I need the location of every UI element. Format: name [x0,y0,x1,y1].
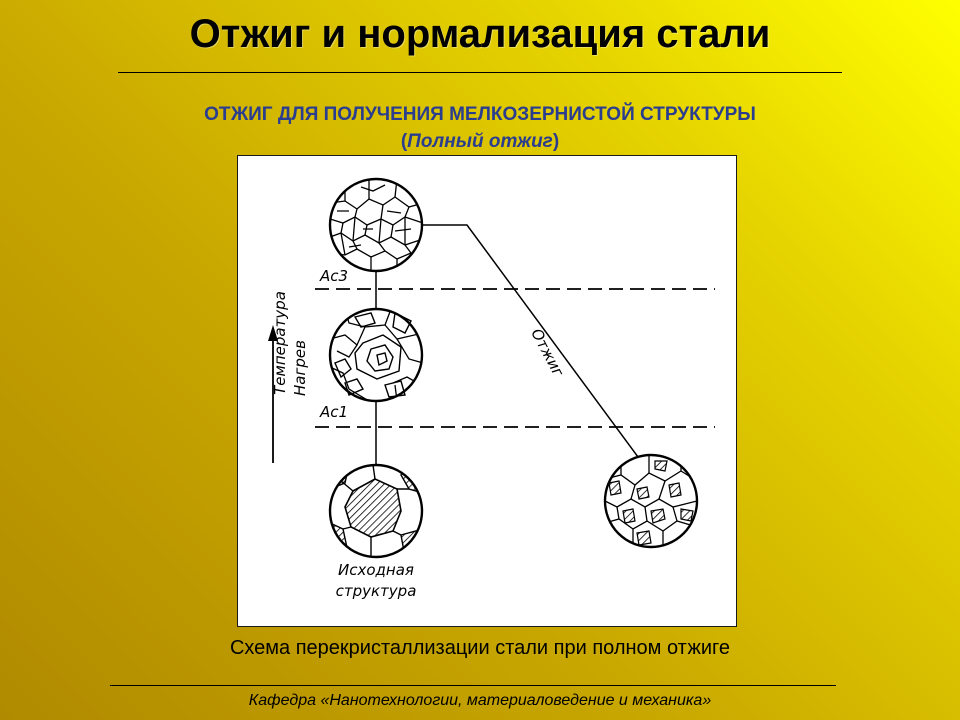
subtitle-main: ОТЖИГ ДЛЯ ПОЛУЧЕНИЯ МЕЛКОЗЕРНИСТОЙ СТРУК… [204,104,756,125]
ac1-label: Ac1 [319,403,348,421]
title-divider [118,72,842,73]
intercritical-structure [328,307,424,403]
fine-austenite-structure [328,177,424,273]
footer-department: Кафедра «Нанотехнологии, материаловедени… [248,692,712,709]
diagram-frame [237,155,737,627]
ac3-label: Ac3 [319,267,348,285]
subtitle-secondary: (Полный отжиг) [0,128,960,155]
diagram-caption: Схема перекристаллизации стали при полно… [229,637,731,659]
heating-label: Нагрев [291,340,309,396]
temperature-axis [268,325,278,463]
paren-close: ) [552,131,560,152]
footer-divider [110,685,836,686]
axis-label-temperature: Температура [271,291,289,395]
slide-title: Отжиг и нормализация стали [189,12,771,56]
initial-structure-label-line1: Исходная [338,561,414,579]
initial-structure-label-line2: структура [336,582,417,600]
recrystallization-diagram: Температура Нагрев Ac3 Ac1 Отжиг [268,177,715,600]
paren-open: ( [400,131,408,152]
annealed-structure [603,453,699,549]
arrow-up-icon [268,325,278,341]
annealing-path [422,224,639,458]
subtitle-full-annealing: Полный отжиг [407,131,553,152]
subtitle: ОТЖИГ ДЛЯ ПОЛУЧЕНИЯ МЕЛКОЗЕРНИСТОЙ СТРУК… [0,101,960,155]
initial-structure [328,463,424,559]
